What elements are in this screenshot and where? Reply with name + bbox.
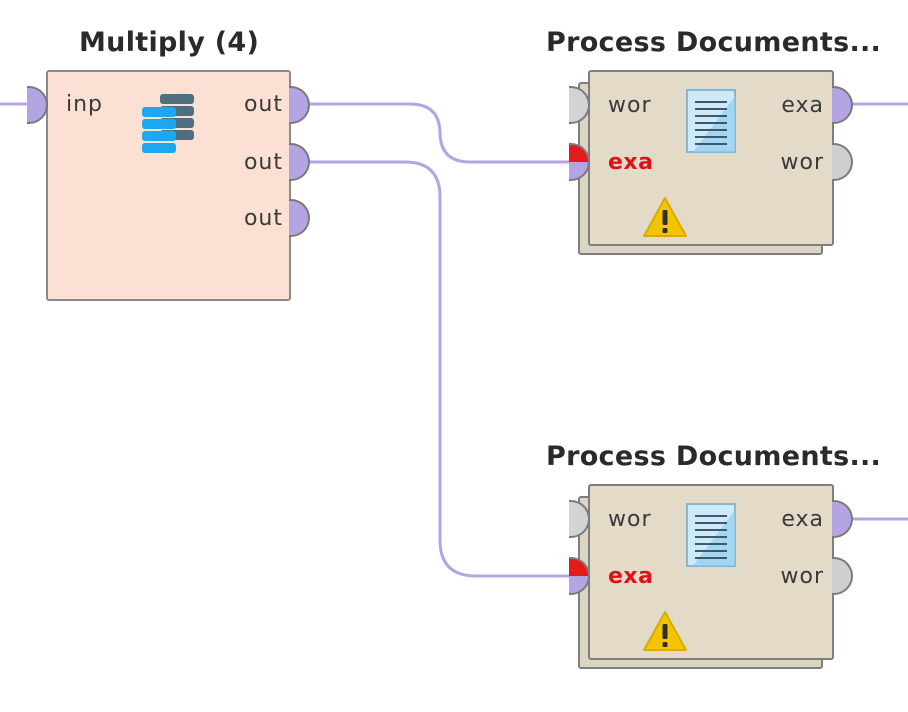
multiply-operator[interactable]: inp out out out [46,70,291,301]
process-documents-1-title: Process Documents... [546,27,882,58]
pd1-output-label-exa: exa [781,93,824,118]
pd2-input-label-exa: exa [608,564,654,589]
multiply-icon [142,94,194,153]
connection-multiply-out1-to-pd1-exa[interactable] [308,102,572,164]
process-documents-2-operator[interactable]: wor exa exa wor [588,484,834,660]
pd2-input-label-wor: wor [608,507,652,532]
multiply-input-label: inp [66,92,104,117]
pd2-output-label-exa: exa [781,507,824,532]
multiply-output-label-3: out [243,206,283,231]
warning-icon[interactable] [642,610,688,652]
process-documents-2-title: Process Documents... [546,441,882,472]
process-documents-1-operator[interactable]: wor exa exa wor [588,70,834,246]
pd1-input-label-exa: exa [608,150,654,175]
pd1-input-label-wor: wor [608,93,652,118]
warning-icon[interactable] [642,196,688,238]
multiply-output-label-1: out [243,92,283,117]
pd1-output-label-wor: wor [780,150,824,175]
document-icon [686,89,736,153]
pd2-output-label-wor: wor [780,564,824,589]
multiply-output-label-2: out [243,150,283,175]
multiply-title: Multiply (4) [79,27,260,58]
connection-multiply-out2-to-pd2-exa[interactable] [308,160,572,578]
document-icon [686,503,736,567]
